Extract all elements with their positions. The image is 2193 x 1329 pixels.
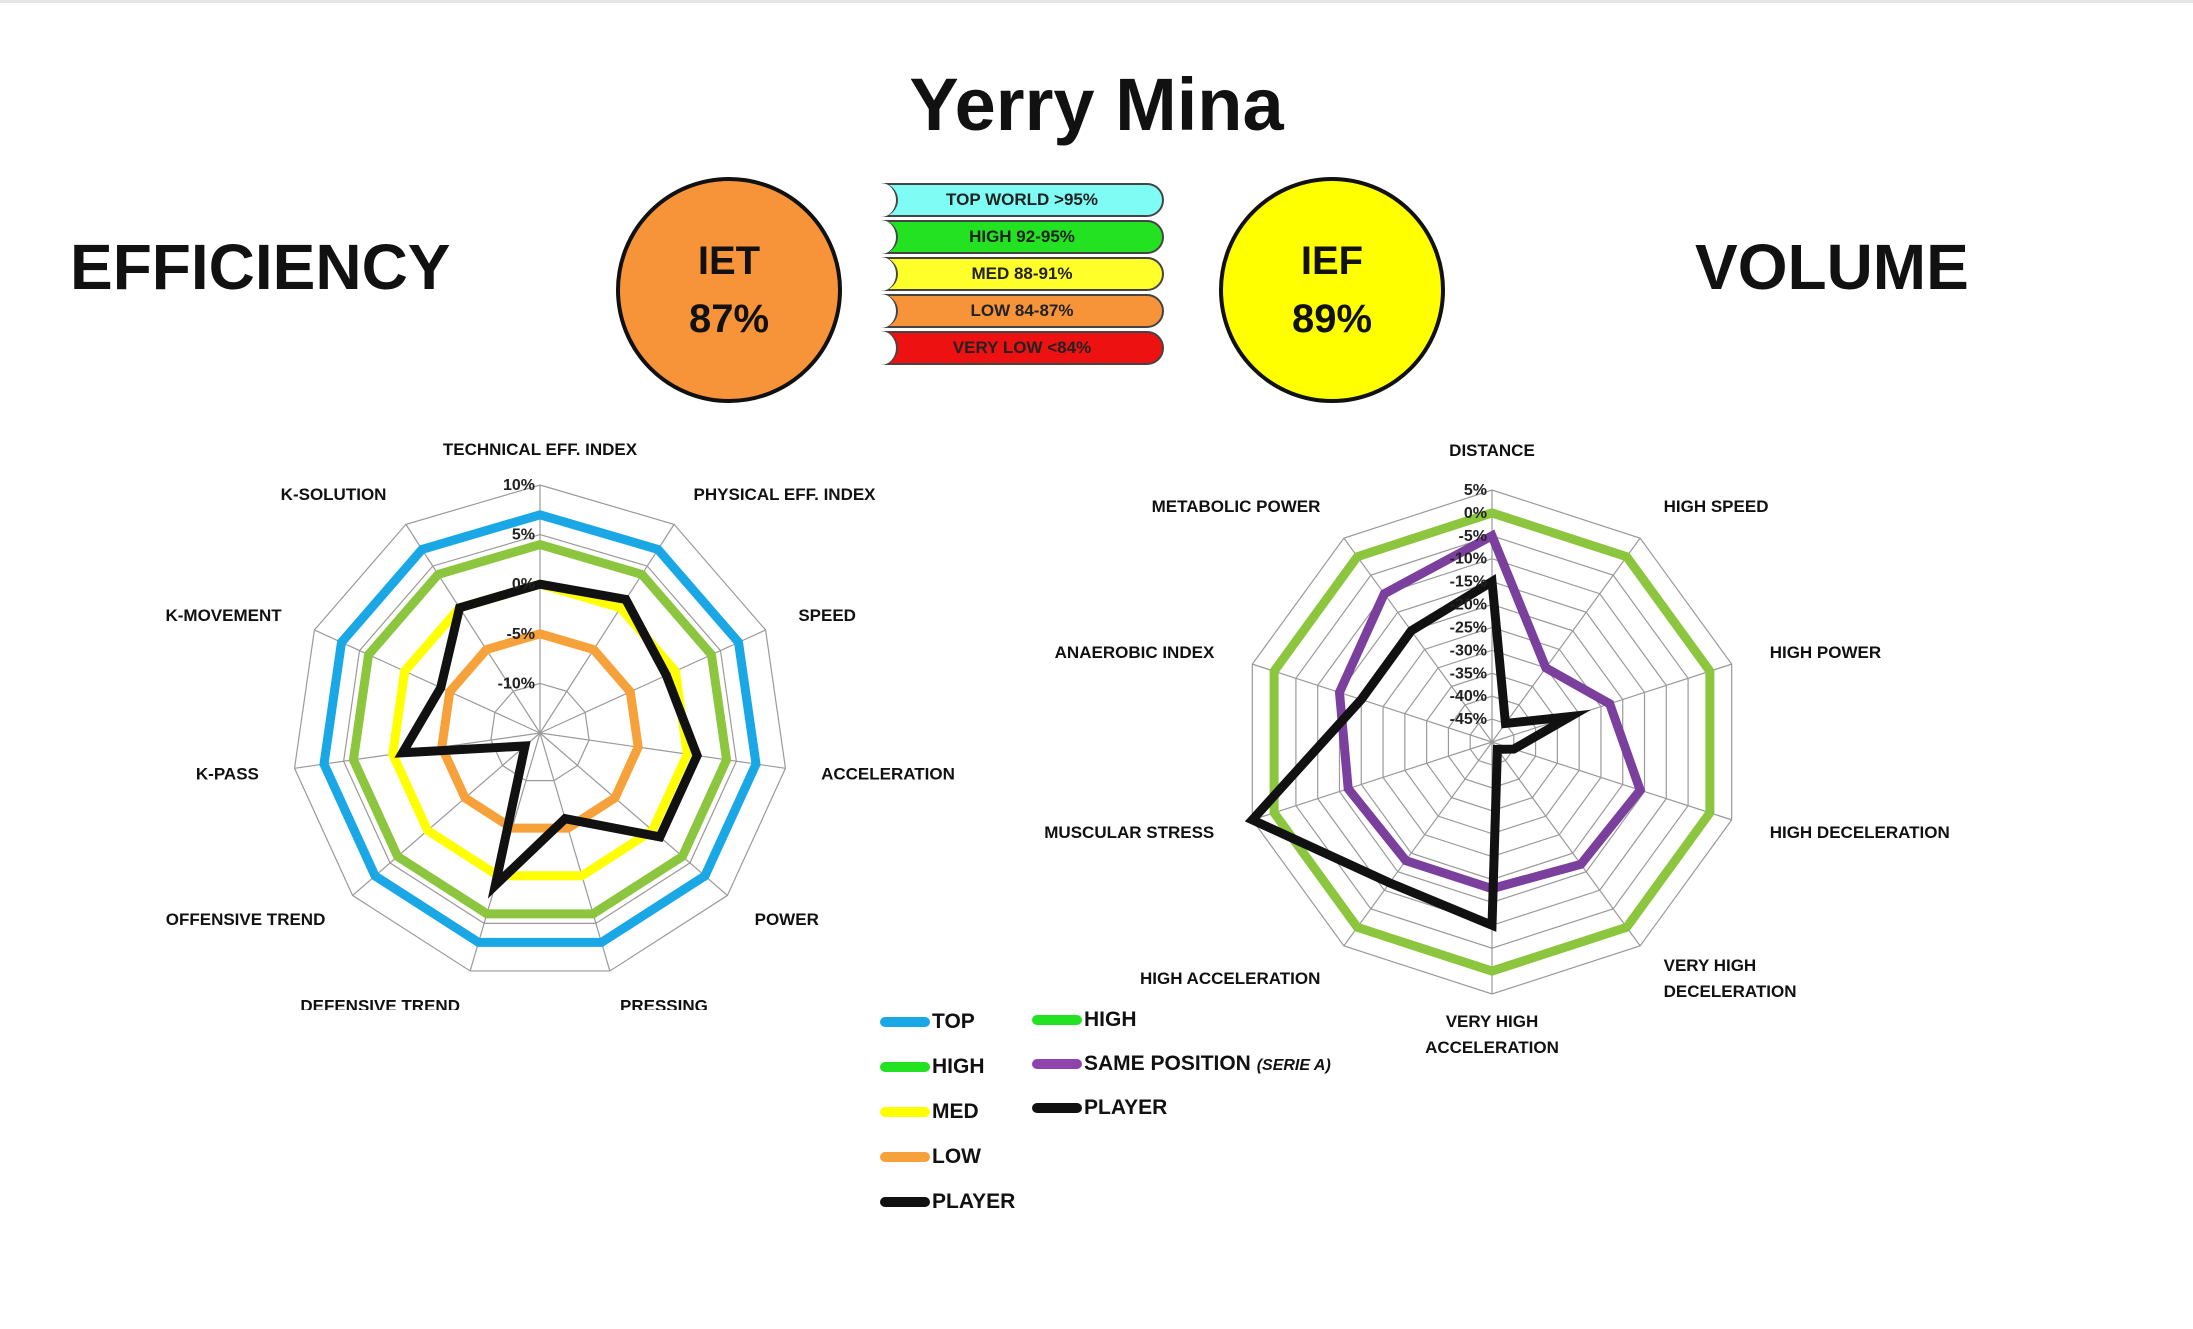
axis-label-acceleration: ACCELERATION bbox=[821, 764, 955, 783]
axis-label-anaerobic-index: ANAEROBIC INDEX bbox=[1055, 643, 1215, 662]
legend-vol-high-swatch bbox=[1032, 1015, 1082, 1026]
axis-spoke bbox=[539, 524, 675, 734]
series-player bbox=[1244, 574, 1592, 932]
axis-label-power: POWER bbox=[755, 910, 819, 929]
axis-spoke bbox=[539, 732, 786, 769]
axis-label-k-solution: K-SOLUTION bbox=[281, 485, 387, 504]
legend-top: TOP bbox=[880, 1010, 975, 1034]
legend-same-position-swatch bbox=[1032, 1059, 1082, 1070]
tick-label: 5% bbox=[1464, 482, 1487, 499]
axis-label-offensive-trend: OFFENSIVE TREND bbox=[166, 910, 326, 929]
axis-spoke bbox=[1491, 741, 1732, 821]
tick-label: -15% bbox=[1450, 574, 1487, 591]
series-player bbox=[394, 579, 702, 899]
iet-value: 87% bbox=[688, 297, 770, 341]
axis-spoke bbox=[1491, 741, 1641, 947]
axis-label-defensive-trend: DEFENSIVE TREND bbox=[300, 996, 460, 1010]
axis-spoke bbox=[352, 732, 541, 896]
axis-label-speed: SPEED bbox=[798, 606, 856, 625]
legend-high-swatch bbox=[880, 1062, 930, 1073]
legend-player: PLAYER bbox=[880, 1190, 1015, 1214]
tick-label: -10% bbox=[1450, 551, 1487, 568]
axis-spoke bbox=[314, 629, 541, 734]
iet-badge: IET 87% bbox=[616, 177, 842, 403]
tick-label: -30% bbox=[1450, 642, 1487, 659]
legend-vol-player: PLAYER bbox=[1032, 1096, 1167, 1120]
axis-label-high-speed: HIGH SPEED bbox=[1664, 497, 1769, 516]
legend-low-swatch bbox=[880, 1152, 930, 1163]
efficiency-label: EFFICIENCY bbox=[70, 231, 451, 303]
tick-label: -25% bbox=[1450, 619, 1487, 636]
legend-vol-high: HIGH bbox=[1032, 1008, 1137, 1032]
volume-radar-chart: 5% 0% -5% -10% -15% -20% -25% -30% -35% -40% -45% D… bbox=[1044, 441, 1950, 1057]
ief-value: 89% bbox=[1291, 297, 1373, 341]
tick-label: -5% bbox=[507, 626, 535, 643]
series-low bbox=[437, 629, 643, 833]
axis-label-high-power: HIGH POWER bbox=[1770, 643, 1881, 662]
tick-label: -5% bbox=[1459, 528, 1487, 545]
axis-label-physical-eff-index: PHYSICAL EFF. INDEX bbox=[694, 485, 877, 504]
efficiency-radar-chart: 10% 5% 0% -5% -10% TECHNICAL EFF. INDEX PHYSIC… bbox=[165, 440, 955, 1010]
axis-spoke bbox=[405, 524, 541, 734]
tick-label: -10% bbox=[498, 675, 535, 692]
tick-label: 5% bbox=[512, 527, 535, 544]
scale-top-world: TOP WORLD >95% bbox=[860, 183, 1164, 217]
legend-low: LOW bbox=[880, 1145, 981, 1169]
ief-label: IEF bbox=[1300, 239, 1364, 283]
tick-label: -20% bbox=[1450, 597, 1487, 614]
tick-label: -40% bbox=[1450, 688, 1487, 705]
legend-med-swatch bbox=[880, 1107, 930, 1118]
scale-low: LOW 84-87% bbox=[860, 294, 1164, 328]
axis-spoke bbox=[1491, 537, 1641, 743]
axis-spoke bbox=[1343, 537, 1493, 743]
axis-label-technical-eff-index: TECHNICAL EFF. INDEX bbox=[443, 440, 638, 459]
axis-label-pressing: PRESSING bbox=[620, 996, 708, 1010]
grid-ring bbox=[293, 484, 787, 972]
axis-label-k-movement: K-MOVEMENT bbox=[165, 606, 282, 625]
series-high bbox=[1269, 508, 1715, 976]
ief-badge: IEF 89% bbox=[1219, 177, 1445, 403]
legend-med: MED bbox=[880, 1100, 979, 1124]
tick-label: 10% bbox=[503, 477, 535, 494]
page-title: Yerry Mina bbox=[909, 63, 1284, 146]
series-high bbox=[348, 539, 732, 919]
tick-label: -35% bbox=[1450, 665, 1487, 682]
scale-very-low: VERY LOW <84% bbox=[860, 331, 1164, 365]
axis-spoke bbox=[539, 629, 766, 734]
iet-label: IET bbox=[697, 239, 761, 283]
grid-ring bbox=[490, 682, 590, 782]
tick-label: 0% bbox=[1464, 505, 1487, 522]
grid-ring bbox=[343, 533, 737, 924]
axis-label-k-pass: K-PASS bbox=[196, 764, 259, 783]
series-top bbox=[319, 510, 761, 947]
volume-label: VOLUME bbox=[1695, 231, 1969, 303]
legend-vol-player-swatch bbox=[1032, 1103, 1082, 1114]
axis-label-high-acceleration: HIGH ACCELERATION bbox=[1140, 969, 1320, 988]
axis-label-high-deceleration: HIGH DECELERATION bbox=[1770, 823, 1950, 842]
axis-spoke bbox=[1252, 741, 1493, 821]
legend-player-swatch bbox=[880, 1197, 930, 1208]
axis-label-distance: DISTANCE bbox=[1449, 441, 1535, 460]
axis-spoke bbox=[539, 732, 611, 972]
axis-label-muscular-stress: MUSCULAR STRESS bbox=[1044, 823, 1214, 842]
axis-label-metabolic-power: METABOLIC POWER bbox=[1152, 497, 1321, 516]
scale-high: HIGH 92-95% bbox=[860, 220, 1164, 254]
series-med bbox=[388, 579, 692, 881]
legend-top-swatch bbox=[880, 1017, 930, 1028]
axis-spoke bbox=[1252, 663, 1493, 743]
legend-high: HIGH bbox=[880, 1055, 985, 1079]
scale-med: MED 88-91% bbox=[860, 257, 1164, 291]
axis-spoke bbox=[539, 732, 728, 896]
legend-same-position: SAME POSITION (SERIE A) bbox=[1032, 1052, 1331, 1076]
axis-spoke bbox=[1343, 741, 1493, 947]
top-border bbox=[0, 0, 2193, 3]
tick-label: 0% bbox=[512, 576, 535, 593]
tick-label: -45% bbox=[1450, 711, 1487, 728]
